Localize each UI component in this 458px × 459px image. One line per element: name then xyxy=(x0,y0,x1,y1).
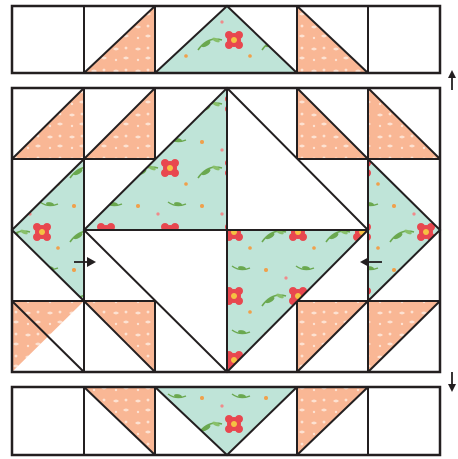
down-arrow-icon xyxy=(448,372,456,392)
top-strip xyxy=(12,6,440,73)
bottom-strip xyxy=(12,387,440,455)
center-section xyxy=(12,88,440,372)
up-arrow-icon xyxy=(448,70,456,90)
